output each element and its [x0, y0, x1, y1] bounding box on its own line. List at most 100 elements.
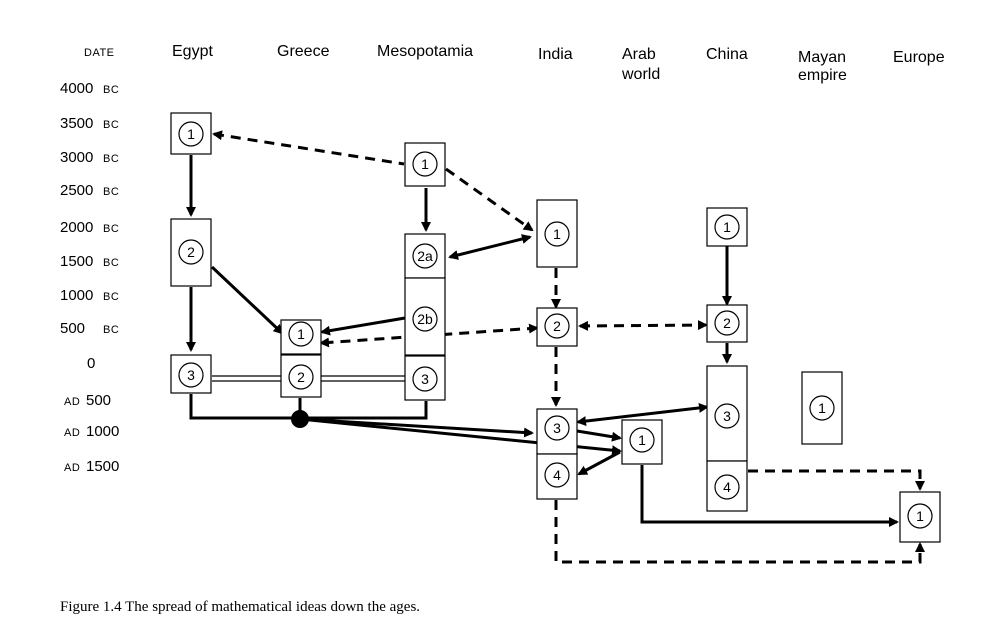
node-label: 2: [297, 369, 305, 385]
node-label: 1: [638, 432, 646, 448]
node-india-2: 2: [536, 307, 578, 347]
region-arab-line-1: Arab: [622, 46, 656, 63]
arrow-meso2b-to-greece1: [320, 316, 406, 336]
node-label: 2b: [417, 311, 433, 327]
node-circle: [178, 121, 204, 147]
region-arab-line-2: world: [621, 66, 660, 83]
date-value: 500: [60, 320, 85, 337]
node-greece-2: 2: [280, 354, 322, 398]
region-europe: Europe: [893, 49, 945, 66]
dashed-india4-to-europe1: [554, 500, 925, 564]
date-value: 2000: [60, 219, 93, 236]
date-value: 3500: [60, 115, 93, 132]
node-label: 1: [421, 156, 429, 172]
node-label: 2: [187, 244, 195, 260]
node-circle: [288, 321, 314, 347]
node-circle: [544, 415, 570, 441]
node-label: 1: [723, 219, 731, 235]
node-india-1: 1: [536, 199, 578, 268]
node-arab-1: 1: [621, 419, 663, 465]
node-egypt-1: 1: [170, 112, 212, 155]
arrow-arab1-to-india4: [577, 450, 621, 476]
date-value: 3000: [60, 149, 93, 166]
date-era-ad: AD: [64, 462, 80, 474]
node-circle: [714, 474, 740, 500]
date-value: 1500: [86, 458, 119, 475]
region-arab-world: Arab world: [621, 46, 660, 83]
region-mayan-empire: Mayan empire: [798, 49, 850, 84]
node-circle: [544, 313, 570, 339]
node-mesopotamia-2b: 2b: [404, 277, 446, 356]
node-circle: [629, 427, 655, 453]
node-india-4: 4: [536, 453, 578, 500]
node-india-3: 3: [536, 408, 578, 455]
dashed-india2-china2: [578, 320, 708, 331]
date-value: 1000: [86, 423, 119, 440]
node-circle: [412, 306, 438, 332]
region-mayan-line-2: empire: [798, 67, 847, 84]
node-circle: [907, 503, 933, 529]
node-mesopotamia-3: 3: [404, 355, 446, 401]
region-egypt: Egypt: [172, 43, 213, 60]
node-circle: [714, 403, 740, 429]
node-circle: [544, 221, 570, 247]
arrow-india3-china3: [576, 402, 709, 427]
node-circle: [412, 243, 438, 269]
date-value: 1500: [60, 253, 93, 270]
transmission-junction-dot: [291, 410, 309, 428]
region-mayan-line-1: Mayan: [798, 49, 846, 66]
node-label: 1: [553, 226, 561, 242]
arrow-egypt2-to-greece1: [210, 265, 284, 335]
connectors: [186, 130, 925, 564]
node-china-4: 4: [706, 460, 748, 512]
date-era-bc: BC: [103, 223, 119, 235]
node-circle: [178, 362, 204, 388]
node-label: 4: [553, 467, 561, 483]
node-egypt-2: 2: [170, 218, 212, 287]
region-mesopotamia: Mesopotamia: [377, 43, 473, 60]
arrow-arab1-to-europe1: [640, 465, 899, 527]
node-label: 2a: [417, 248, 433, 264]
date-value: 4000: [60, 80, 93, 97]
node-mayan-1: 1: [801, 371, 843, 445]
node-europe-1: 1: [899, 491, 941, 543]
date-era-bc: BC: [103, 84, 119, 96]
date-era-ad: AD: [64, 396, 80, 408]
dashed-egypt1-mesopotamia1: [212, 130, 405, 166]
date-value: 1000: [60, 287, 93, 304]
node-circle: [412, 366, 438, 392]
date-era-bc: BC: [103, 119, 119, 131]
arrow-junction-to-india3: [299, 417, 534, 438]
date-era-bc: BC: [103, 186, 119, 198]
node-label: 4: [723, 479, 731, 495]
node-china-1: 1: [706, 207, 748, 247]
date-era-bc: BC: [103, 324, 119, 336]
node-circle: [714, 214, 740, 240]
date-era-bc: BC: [103, 291, 119, 303]
region-india: India: [538, 46, 573, 63]
node-label: 1: [187, 126, 195, 142]
node-mesopotamia-2a: 2a: [404, 233, 446, 279]
region-china: China: [706, 46, 748, 63]
node-label: 2: [723, 315, 731, 331]
date-era-bc: BC: [103, 257, 119, 269]
date-era-ad: AD: [64, 427, 80, 439]
node-greece-1: 1: [280, 319, 322, 355]
node-circle: [809, 395, 835, 421]
node-circle: [288, 364, 314, 390]
node-china-3: 3: [706, 365, 748, 462]
node-label: 1: [916, 508, 924, 524]
date-value: 500: [86, 392, 111, 409]
date-era-bc: BC: [103, 153, 119, 165]
arrow-india3-to-arab1: [576, 429, 622, 442]
arrow-india1-meso2a: [448, 234, 532, 260]
node-label: 3: [187, 367, 195, 383]
date-column-header: DATE: [84, 47, 115, 59]
node-china-2: 2: [706, 304, 748, 343]
line-egypt3-to-junction: [189, 394, 300, 420]
figure-caption: Figure 1.4 The spread of mathematical id…: [60, 599, 420, 615]
node-label: 2: [553, 318, 561, 334]
node-circle: [714, 310, 740, 336]
